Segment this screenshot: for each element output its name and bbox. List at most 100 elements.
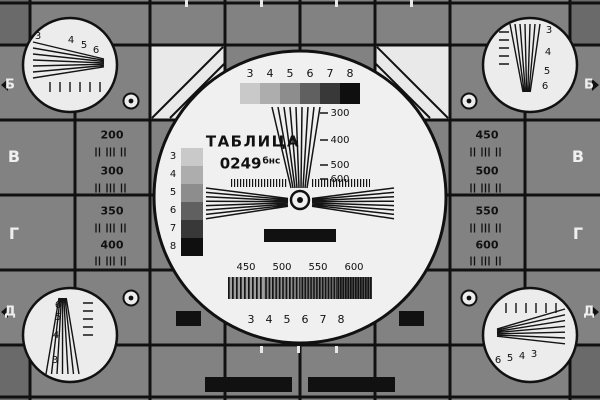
left-cell-label-200: 200 (100, 128, 124, 142)
row-letter-g-right: Г (572, 224, 584, 243)
comb-pattern-right (312, 179, 370, 187)
scale-digit: 4 (266, 66, 274, 80)
cell-line-patterns (95, 147, 501, 266)
bottom-sync-bars (205, 377, 395, 392)
corner-tr-digit: 6 (541, 81, 549, 92)
corner-circle-top-left (21, 16, 119, 114)
black-reference-squares (176, 311, 424, 326)
row-letter-d-right: Д (583, 304, 595, 320)
scale-digit: 6 (169, 205, 177, 216)
horizontal-wedge-right (311, 187, 395, 220)
wedge-label-300: 300 (330, 108, 350, 119)
scale-digit: 4 (265, 312, 273, 326)
corner-tl-digit: 4 (67, 35, 75, 46)
right-cell-label-550: 550 (475, 204, 499, 218)
left-grayscale-steps (181, 148, 203, 256)
wedge-label-500: 500 (330, 160, 350, 171)
scale-digit: 7 (169, 223, 177, 234)
card-title: ТАБЛИЦА (205, 132, 301, 151)
burst-label: 550 (308, 262, 328, 273)
corner-circle-top-right (481, 16, 579, 114)
wedge-fan-top-right (509, 23, 541, 93)
scale-digit: 5 (286, 66, 294, 80)
scale-digit: 8 (169, 241, 177, 252)
scale-digit: 5 (169, 187, 177, 198)
corner-circle-bottom-right (481, 286, 579, 384)
scale-digit: 7 (319, 312, 327, 326)
registration-bullseyes (122, 92, 478, 307)
left-cell-label-350: 350 (100, 204, 124, 218)
corner-bl-digit: 3 (51, 355, 59, 366)
scale-digit: 3 (246, 66, 254, 80)
scale-digit: 7 (326, 66, 334, 80)
scale-digit: 6 (306, 66, 314, 80)
corner-tr-digit: 3 (545, 25, 553, 36)
card-code-number: 0249 (219, 154, 262, 173)
tick-marks-bottom-right (505, 303, 557, 313)
scale-digit: 8 (337, 312, 345, 326)
top-scale-row: 3 4 5 6 7 8 (240, 66, 360, 80)
row-letter-d-left: Д (4, 304, 16, 320)
wedge-scale-ticks (320, 112, 328, 180)
scale-digit: 6 (301, 312, 309, 326)
scale-digit: 8 (346, 66, 354, 80)
left-cell-label-400: 400 (100, 238, 124, 252)
row-letter-v-left: В (7, 147, 21, 166)
corner-bl-digit: 6 (54, 300, 62, 311)
burst-label: 450 (236, 262, 256, 273)
tick-marks-top-right (499, 31, 509, 65)
corner-br-digit: 5 (506, 353, 514, 364)
corner-circle-bottom-left (21, 286, 119, 384)
wedge-label-600: 600 (330, 174, 350, 185)
bullseye-icon (460, 92, 478, 110)
corner-br-digit: 3 (530, 349, 538, 360)
top-grayscale-steps (240, 83, 360, 104)
row-letter-g-left: Г (8, 224, 20, 243)
corner-tl-digit: 6 (92, 45, 100, 56)
bottom-scale-row: 3 4 5 6 7 8 (242, 312, 350, 326)
black-reference-bar (264, 229, 336, 242)
scale-digit: 3 (169, 151, 177, 162)
corner-tr-digit: 4 (544, 47, 552, 58)
corner-br-digit: 4 (518, 351, 526, 362)
corner-tl-digit: 3 (34, 31, 42, 42)
corner-bl-digit: 5 (54, 312, 62, 323)
wedge-fan-bottom-left (45, 297, 80, 375)
bullseye-icon (122, 92, 140, 110)
main-circle (152, 49, 448, 345)
tick-marks-bottom-left (83, 302, 93, 336)
vertical-resolution-wedge (271, 106, 321, 189)
corner-tr-digit: 5 (543, 66, 551, 77)
scale-digit: 4 (169, 169, 177, 180)
card-code-suffix: бнс (262, 156, 281, 167)
burst-label: 600 (344, 262, 364, 273)
corner-bl-digit: 4 (52, 330, 60, 341)
bullseye-icon (460, 289, 478, 307)
comb-pattern-left (230, 179, 288, 187)
scale-digit: 3 (247, 312, 255, 326)
row-letter-v-right: В (571, 147, 585, 166)
burst-labels-row: 450 500 550 600 (228, 262, 372, 274)
right-cell-label-500: 500 (475, 164, 499, 178)
frequency-burst-bar (228, 277, 372, 299)
gray-scale-column: 3 4 5 6 7 8 (167, 148, 179, 256)
horizontal-wedge-left (205, 187, 289, 220)
row-letter-b-right: Б (584, 77, 594, 93)
center-bullseye (289, 189, 311, 211)
wedge-fan-top-left (32, 41, 105, 79)
row-marker-arrow-icons (1, 79, 599, 318)
burst-label: 500 (272, 262, 292, 273)
card-code: 0249бнс (219, 154, 281, 173)
right-cell-label-450: 450 (475, 128, 499, 142)
row-letter-b-left: Б (5, 77, 15, 93)
left-cell-label-300: 300 (100, 164, 124, 178)
scale-digit: 5 (283, 312, 291, 326)
edge-ticks (185, 0, 413, 353)
bullseye-icon (122, 289, 140, 307)
wedge-fan-bottom-right (496, 308, 566, 345)
tick-marks-top-left (49, 82, 101, 92)
corner-tl-digit: 5 (80, 40, 88, 51)
